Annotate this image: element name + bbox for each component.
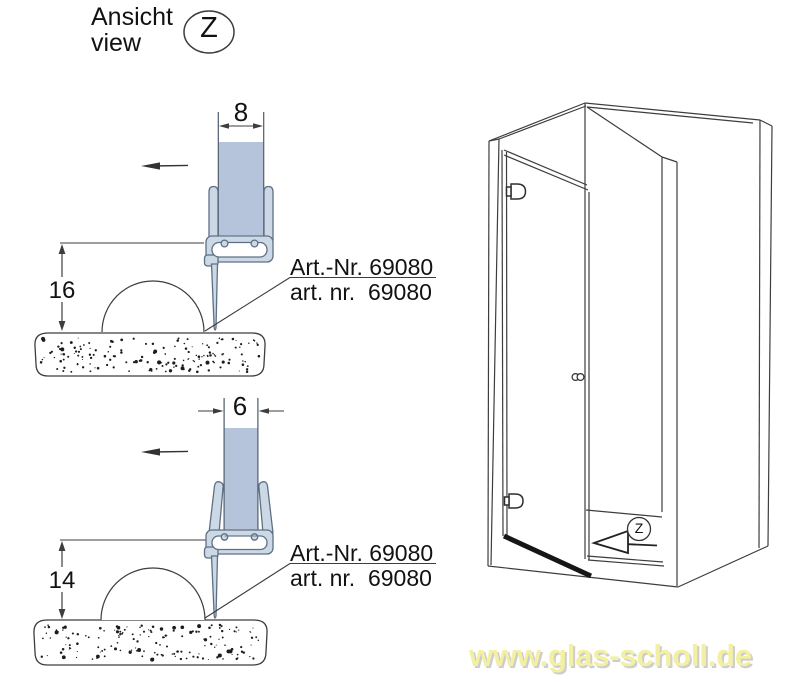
door-hinge-edge xyxy=(501,149,504,537)
detail-mark-circle xyxy=(183,10,235,54)
cross-section-6mm xyxy=(33,398,436,666)
seal-notch xyxy=(250,533,259,541)
shower-enclosure-3d xyxy=(487,102,773,588)
floor-stipple xyxy=(40,623,260,662)
left-wall-edge xyxy=(490,138,500,566)
glass-edges xyxy=(223,398,259,537)
tray-front-edge xyxy=(487,565,679,588)
dimension-8 xyxy=(219,123,263,129)
seal-notch xyxy=(220,239,229,248)
detail-mark-letter: Z xyxy=(634,520,644,536)
seal-hollow xyxy=(211,241,268,258)
tray-right-edge xyxy=(677,545,769,588)
dome-threshold xyxy=(101,280,205,333)
dim-glass-8: 8 xyxy=(233,97,249,127)
direction-arrow xyxy=(141,448,189,456)
article-number-de: Art.-Nr. 69080 xyxy=(290,254,434,280)
title-english: view xyxy=(91,29,142,57)
article-leader xyxy=(204,562,436,619)
right-wall-outer-edge xyxy=(767,125,773,547)
door-knob-icon xyxy=(571,373,585,382)
seal-lip xyxy=(210,555,219,619)
tray-inner-edge xyxy=(585,509,663,518)
left-wall-edge xyxy=(487,140,490,567)
dim-glass-6: 6 xyxy=(232,391,248,421)
direction-arrow xyxy=(141,162,189,170)
floor-stipple xyxy=(39,336,261,374)
door-hinges xyxy=(503,183,527,509)
dimension-6 xyxy=(198,408,284,414)
glass-pane xyxy=(224,428,258,538)
seal-hollow xyxy=(211,535,268,551)
right-wall-top xyxy=(584,102,761,121)
seal-notch xyxy=(220,533,229,541)
floor-slab xyxy=(33,619,268,666)
glass-pane xyxy=(218,142,264,236)
hinge-icon xyxy=(508,493,524,509)
watermark-url: www.glas-scholl.de xyxy=(469,638,752,673)
seal-lip xyxy=(210,263,219,331)
article-number-de: Art.-Nr. 69080 xyxy=(290,540,434,566)
dome-threshold xyxy=(100,567,206,621)
cross-section-8mm xyxy=(34,112,436,377)
article-leader xyxy=(204,276,436,332)
seal-right-arm xyxy=(258,481,274,534)
article-number-en: art. nr. 69080 xyxy=(290,565,432,591)
dim-height-14: 14 xyxy=(48,567,76,594)
dim-height-16: 16 xyxy=(48,277,76,304)
door-top-edge xyxy=(503,149,588,186)
seal-left-arm xyxy=(208,185,219,241)
floor-slab xyxy=(34,332,266,377)
seal-notch xyxy=(250,239,259,248)
detail-mark-letter: Z xyxy=(200,12,218,44)
seal-left-arm xyxy=(208,481,224,534)
detail-mark-circle xyxy=(626,516,652,542)
detail-z-pointer xyxy=(591,516,658,555)
left-wall-top xyxy=(488,102,586,142)
seal-right-arm xyxy=(263,185,274,241)
tray-sill-line xyxy=(586,555,664,563)
title-german: Ansicht xyxy=(91,3,173,31)
article-number-en: art. nr. 69080 xyxy=(290,279,432,305)
hinge-icon xyxy=(510,183,527,200)
highlighted-bottom-seal xyxy=(502,533,593,579)
